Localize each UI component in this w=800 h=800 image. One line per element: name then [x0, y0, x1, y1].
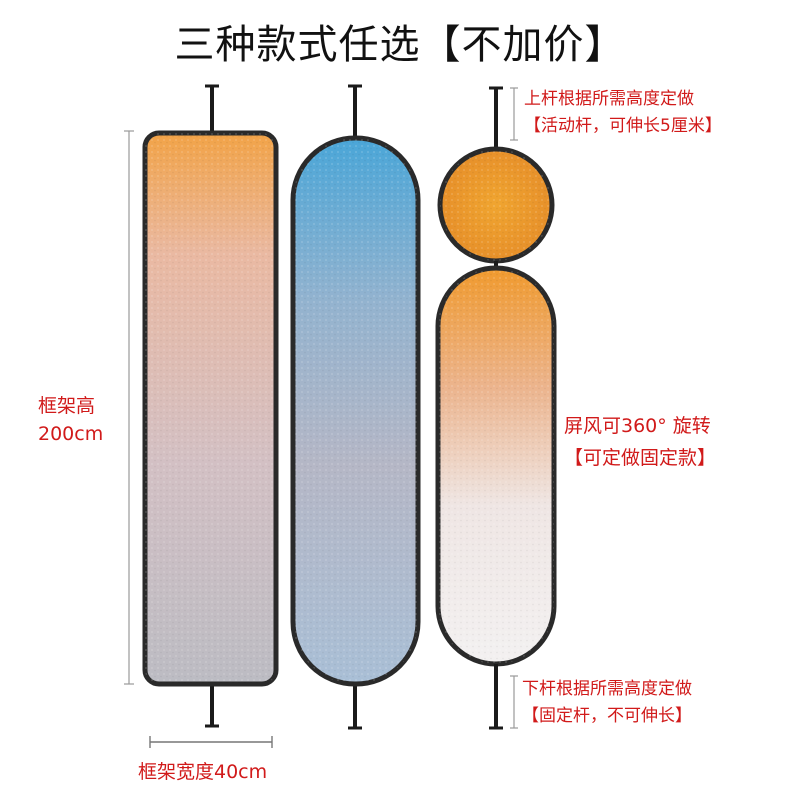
bottom-rod-note: 下杆根据所需高度定做 【固定杆，不可伸长】 — [522, 678, 692, 727]
top-rod-note: 上杆根据所需高度定做 【活动杆，可伸长5厘米】 — [524, 88, 722, 137]
top-rod-note-line2: 【活动杆，可伸长5厘米】 — [524, 116, 722, 136]
glass-texture — [145, 133, 276, 684]
glass-texture — [440, 149, 552, 261]
panel-rectangle — [142, 84, 279, 728]
bottom-rod-bracket — [510, 675, 518, 729]
glass-texture — [438, 268, 554, 664]
frame-height-label: 框架高 200cm — [38, 392, 103, 448]
frame-width-label: 框架宽度40cm — [138, 761, 268, 783]
frame-height-line1: 框架高 — [38, 395, 96, 417]
glass-texture — [293, 138, 418, 684]
bottom-rod-note-line2: 【固定杆，不可伸长】 — [522, 706, 692, 726]
bottom-rod-note-line1: 下杆根据所需高度定做 — [522, 679, 692, 699]
height-dimension — [124, 130, 134, 685]
top-rod-bracket — [510, 87, 518, 141]
top-rod-note-line1: 上杆根据所需高度定做 — [524, 89, 694, 109]
rotate-note-line1: 屏风可360° 旋转 — [564, 415, 711, 437]
rotate-note-line2: 【可定做固定款】 — [564, 447, 717, 469]
panel-pill — [290, 84, 421, 730]
width-dimension — [149, 736, 273, 748]
page-title: 三种款式任选【不加价】 — [174, 22, 626, 68]
frame-height-line2: 200cm — [38, 423, 104, 445]
panel-circle-pill — [435, 86, 557, 730]
rotate-note: 屏风可360° 旋转 【可定做固定款】 — [564, 412, 716, 472]
